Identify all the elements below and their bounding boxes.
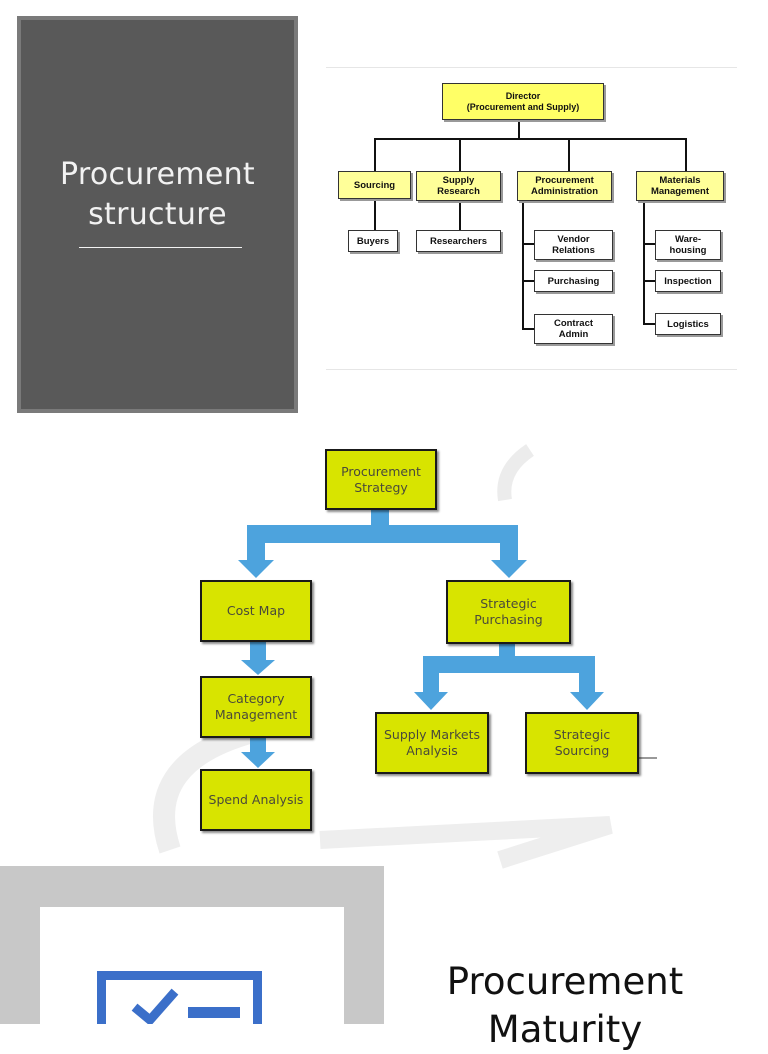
connector bbox=[374, 138, 687, 140]
checklist-icon-inner bbox=[106, 980, 253, 1031]
icon-card bbox=[40, 907, 344, 1031]
node-supply-markets-analysis: Supply Markets Analysis bbox=[375, 712, 489, 774]
org-node-researchers: Researchers bbox=[416, 230, 501, 252]
background-swoosh bbox=[497, 444, 535, 502]
org-node-director: Director (Procurement and Supply) bbox=[442, 83, 604, 120]
arrow-shaft bbox=[247, 525, 518, 543]
title-underline bbox=[79, 247, 242, 248]
connector bbox=[522, 200, 524, 330]
connector bbox=[522, 280, 534, 282]
arrow-shaft bbox=[423, 656, 595, 673]
org-node-contract-admin: Contract Admin bbox=[534, 314, 613, 344]
node-category-management: Category Management bbox=[200, 676, 312, 738]
checkmark-icon bbox=[131, 988, 179, 1027]
arrow-group bbox=[238, 508, 604, 768]
checklist-icon bbox=[97, 971, 262, 1031]
flow-arrows bbox=[153, 444, 657, 869]
slide-title: Procurement structure bbox=[60, 157, 255, 232]
arrow-shaft bbox=[247, 525, 265, 565]
connector bbox=[685, 138, 687, 172]
node-spend-analysis: Spend Analysis bbox=[200, 769, 312, 831]
arrow-shaft bbox=[250, 642, 266, 664]
node-strategic-purchasing: Strategic Purchasing bbox=[446, 580, 571, 644]
arrow-shaft bbox=[500, 525, 518, 565]
org-node-materials-management: Materials Management bbox=[636, 171, 724, 201]
arrow-head bbox=[241, 752, 275, 768]
connector bbox=[459, 138, 461, 172]
connector bbox=[643, 280, 655, 282]
arrow-head bbox=[241, 660, 275, 675]
connector bbox=[459, 200, 461, 230]
node-cost-map: Cost Map bbox=[200, 580, 312, 642]
org-node-logistics: Logistics bbox=[655, 313, 721, 335]
node-strategic-sourcing: Strategic Sourcing bbox=[525, 712, 639, 774]
arrow-shaft bbox=[579, 656, 595, 696]
arrow-head bbox=[491, 560, 527, 578]
connector bbox=[522, 243, 534, 245]
background-swoosh bbox=[319, 816, 613, 869]
org-chart: Director (Procurement and Supply) Sourci… bbox=[326, 67, 737, 370]
checklist-line-icon bbox=[188, 1007, 240, 1018]
arrow-head bbox=[414, 692, 448, 710]
org-node-warehousing: Ware- housing bbox=[655, 230, 721, 260]
title-panel: Procurement structure bbox=[17, 16, 298, 413]
connector bbox=[522, 328, 534, 330]
connector bbox=[643, 200, 645, 324]
arrow-shaft bbox=[250, 736, 266, 756]
arrow-head bbox=[238, 560, 274, 578]
org-node-sourcing: Sourcing bbox=[338, 171, 411, 199]
org-node-inspection: Inspection bbox=[655, 270, 721, 292]
node-procurement-strategy: Procurement Strategy bbox=[325, 449, 437, 510]
connector bbox=[643, 323, 655, 325]
slide-procurement-strategy: Procurement Strategy Cost Map Strategic … bbox=[0, 430, 768, 870]
icon-panel bbox=[0, 866, 384, 1031]
org-node-purchasing: Purchasing bbox=[534, 270, 613, 292]
connector bbox=[568, 138, 570, 172]
slide-title-maturity: Procurement Maturity bbox=[446, 960, 684, 1051]
connector bbox=[374, 200, 376, 230]
org-node-procurement-administration: Procurement Administration bbox=[517, 171, 612, 201]
connector bbox=[643, 243, 655, 245]
org-node-buyers: Buyers bbox=[348, 230, 398, 252]
org-node-vendor-relations: Vendor Relations bbox=[534, 230, 613, 260]
connector bbox=[518, 119, 520, 139]
arrow-shaft bbox=[423, 656, 439, 696]
org-node-supply-research: Supply Research bbox=[416, 171, 501, 201]
connector bbox=[374, 138, 376, 172]
arrow-head bbox=[570, 692, 604, 710]
background-swoosh bbox=[153, 719, 263, 854]
